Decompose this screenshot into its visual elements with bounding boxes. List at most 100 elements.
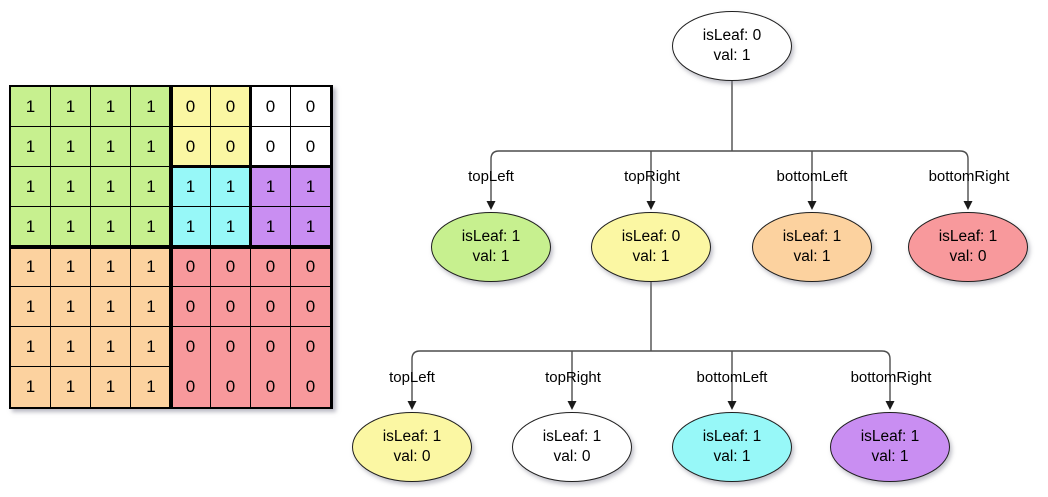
node-val-text: val: 1 [871,448,909,465]
grid-cell-r3-c7: 1 [291,207,331,247]
grid-cell-r0-c3: 1 [131,87,171,127]
grid-cell-r5-c7: 0 [291,287,331,327]
grid-cell-r0-c6: 0 [251,87,291,127]
grid-cell-r0-c2: 1 [91,87,131,127]
grid-cell-r7-c1: 1 [51,367,91,407]
node-val-text: val: 0 [949,248,987,265]
node-isleaf-text: isLeaf: 1 [542,428,602,445]
node-isleaf-text: isLeaf: 1 [382,428,442,445]
arrowhead-l2-bottomright [885,401,895,410]
grid-cell-r5-c1: 1 [51,287,91,327]
arrowhead-l2-bottomleft [727,401,737,410]
grid-cell-r5-c2: 1 [91,287,131,327]
tree-node-topleft: isLeaf: 1 val: 1 [431,212,551,282]
grid-cell-r4-c3: 1 [131,247,171,287]
grid-cell-r7-c6: 0 [251,367,291,407]
node-isleaf-text: isLeaf: 1 [702,428,762,445]
grid-cell-r1-c6: 0 [251,127,291,167]
node-isleaf-text: isLeaf: 1 [782,228,842,245]
grid-cell-r6-c7: 0 [291,327,331,367]
grid-cell-r5-c0: 1 [11,287,51,327]
grid-cell-r7-c4: 0 [171,367,211,407]
grid-cell-r6-c1: 1 [51,327,91,367]
node-val-text: val: 1 [713,448,751,465]
grid-cell-r2-c1: 1 [51,167,91,207]
grid-cell-r6-c3: 1 [131,327,171,367]
arrowhead-l2-topright [567,401,577,410]
edge-level2-bar [411,350,891,402]
edge-label-l2-topleft: topLeft [389,369,435,386]
grid-cell-r1-c3: 1 [131,127,171,167]
grid-cell-r5-c4: 0 [171,287,211,327]
subquadrant-divider-horizontal [171,165,331,168]
grid-cell-r7-c3: 1 [131,367,171,407]
edge-label-l2-topright: topRight [545,369,601,386]
tree-node-root: isLeaf: 0 val: 1 [672,11,792,81]
grid-cell-r7-c7: 0 [291,367,331,407]
node-val-text: val: 0 [553,448,591,465]
grid-cell-r6-c2: 1 [91,327,131,367]
node-isleaf-text: isLeaf: 0 [621,228,681,245]
grid-cell-r4-c7: 0 [291,247,331,287]
arrowhead-l2-topleft [407,401,417,410]
tree-node-l2-topleft: isLeaf: 1 val: 0 [352,412,472,482]
node-val-text: val: 0 [393,448,431,465]
grid-cell-r0-c7: 0 [291,87,331,127]
grid-cell-r0-c0: 1 [11,87,51,127]
node-isleaf-text: isLeaf: 1 [938,228,998,245]
edge-label-bottomright: bottomRight [928,168,1010,185]
tree-node-l2-bottomright: isLeaf: 1 val: 1 [830,412,950,482]
arrowhead-bottomright [963,201,973,210]
edge-label-topleft: topLeft [468,168,514,185]
grid-cell-r2-c3: 1 [131,167,171,207]
node-val-text: val: 1 [632,248,670,265]
grid-cell-r1-c7: 0 [291,127,331,167]
grid-cell-r4-c0: 1 [11,247,51,287]
grid-cell-r6-c5: 0 [211,327,251,367]
grid-cell-r1-c1: 1 [51,127,91,167]
grid-cell-r4-c1: 1 [51,247,91,287]
edge-label-l2-bottomright: bottomRight [850,369,932,386]
node-val-text: val: 1 [713,47,751,64]
grid-cell-r2-c0: 1 [11,167,51,207]
arrowhead-topleft [486,201,496,210]
grid-cell-r4-c5: 0 [211,247,251,287]
quadrant-divider-horizontal [11,245,331,249]
grid-cell-r7-c0: 1 [11,367,51,407]
grid-cell-r6-c6: 0 [251,327,291,367]
grid-cell-r2-c4: 1 [171,167,211,207]
node-isleaf-text: isLeaf: 0 [702,27,762,44]
node-isleaf-text: isLeaf: 1 [461,228,521,245]
grid-cell-r1-c2: 1 [91,127,131,167]
grid-cell-r5-c3: 1 [131,287,171,327]
grid-cell-r7-c2: 1 [91,367,131,407]
grid-cell-r5-c5: 0 [211,287,251,327]
tree-node-topright: isLeaf: 0 val: 1 [591,212,711,282]
grid-cell-r3-c4: 1 [171,207,211,247]
grid-cell-r1-c0: 1 [11,127,51,167]
grid-cell-r0-c1: 1 [51,87,91,127]
grid-cell-r5-c6: 0 [251,287,291,327]
grid-cell-r6-c4: 0 [171,327,211,367]
node-isleaf-text: isLeaf: 1 [860,428,920,445]
arrowhead-topright [646,201,656,210]
tree-node-l2-bottomleft: isLeaf: 1 val: 1 [672,412,792,482]
edge-label-bottomleft: bottomLeft [776,168,848,185]
grid-cell-r4-c4: 0 [171,247,211,287]
tree-node-bottomright: isLeaf: 1 val: 0 [908,212,1028,282]
grid-cell-r4-c6: 0 [251,247,291,287]
grid-cell-r4-c2: 1 [91,247,131,287]
grid-cell-r0-c5: 0 [211,87,251,127]
grid-cell-r2-c7: 1 [291,167,331,207]
node-val-text: val: 1 [793,248,831,265]
tree-node-l2-topright: isLeaf: 1 val: 0 [512,412,632,482]
grid-cell-r7-c5: 0 [211,367,251,407]
node-val-text: val: 1 [472,248,510,265]
grid-cell-r2-c2: 1 [91,167,131,207]
edge-label-l2-bottomleft: bottomLeft [696,369,768,386]
edge-label-topright: topRight [624,168,680,185]
grid-cell-r6-c0: 1 [11,327,51,367]
